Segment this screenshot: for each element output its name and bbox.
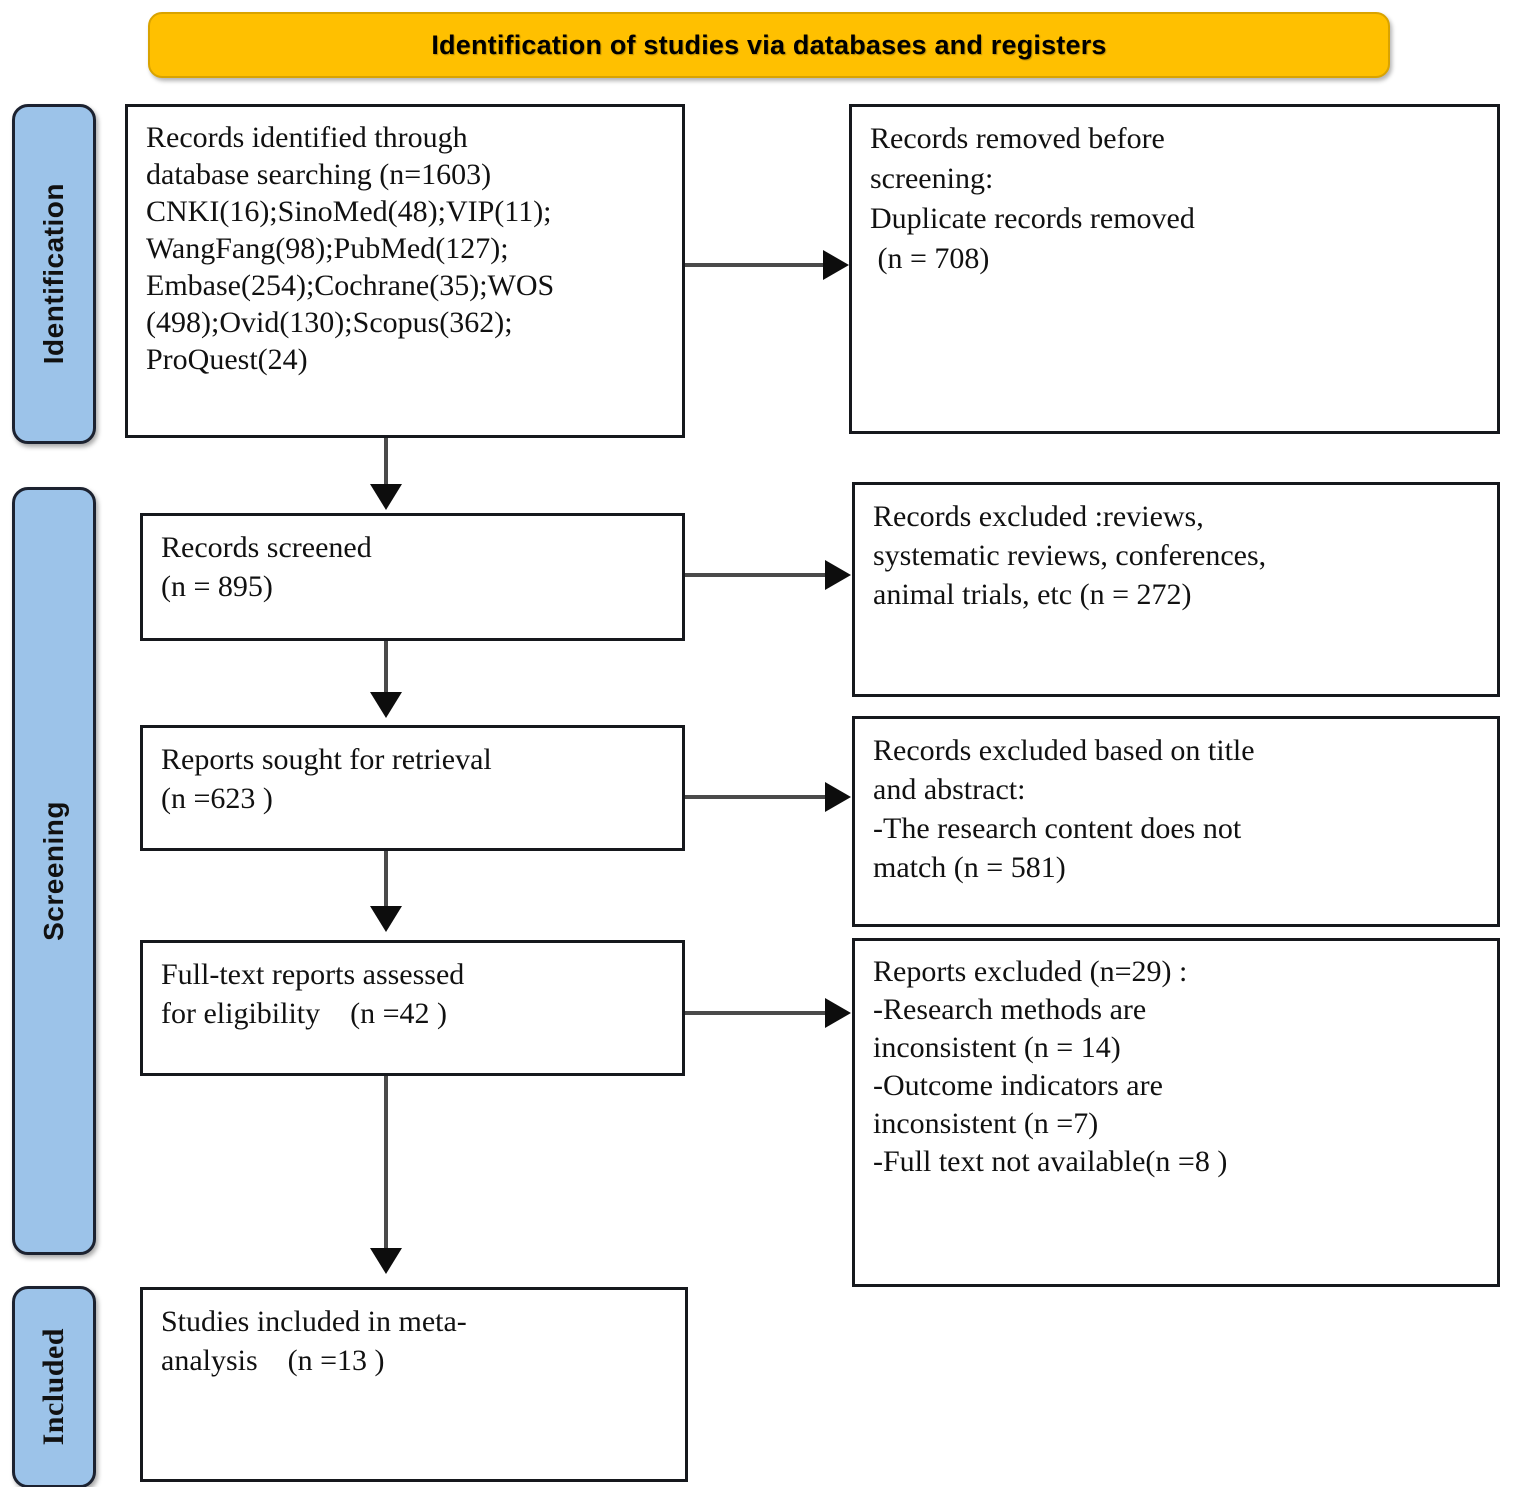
box-reports-sought-for-retrieval-text: Reports sought for retrieval (n =623 ) bbox=[161, 743, 492, 815]
stage-tab-identification-label: Identification bbox=[38, 183, 69, 365]
arrowhead-right-icon bbox=[825, 782, 851, 812]
stage-tab-identification: Identification bbox=[12, 104, 96, 444]
stage-tab-included-label: Included bbox=[37, 1328, 70, 1446]
box-records-screened-text: Records screened (n = 895) bbox=[161, 531, 372, 603]
diagram-header-banner: Identification of studies via databases … bbox=[148, 12, 1390, 78]
arrowhead-down-icon bbox=[370, 692, 402, 718]
arrowhead-right-icon bbox=[825, 998, 851, 1028]
connector-identified-to-removed bbox=[685, 263, 835, 267]
connector-screened-to-sought bbox=[384, 641, 388, 696]
connector-sought-to-fulltext bbox=[384, 851, 388, 913]
box-reports-sought-for-retrieval: Reports sought for retrieval (n =623 ) bbox=[140, 725, 685, 851]
connector-identified-to-screened bbox=[384, 438, 388, 490]
box-studies-included: Studies included in meta- analysis (n =1… bbox=[140, 1287, 688, 1482]
box-records-identified: Records identified through database sear… bbox=[125, 104, 685, 438]
connector-screened-to-excluded bbox=[685, 573, 837, 577]
box-studies-included-text: Studies included in meta- analysis (n =1… bbox=[161, 1305, 467, 1377]
stage-tab-screening: Screening bbox=[12, 487, 96, 1255]
box-reports-excluded-text: Reports excluded (n=29) : -Research meth… bbox=[873, 955, 1228, 1179]
box-records-screened: Records screened (n = 895) bbox=[140, 513, 685, 641]
box-records-removed-before-screening: Records removed before screening: Duplic… bbox=[849, 104, 1500, 434]
box-records-removed-before-screening-text: Records removed before screening: Duplic… bbox=[870, 122, 1195, 275]
box-fulltext-reports-assessed-text: Full-text reports assessed for eligibili… bbox=[161, 958, 465, 1030]
box-reports-excluded: Reports excluded (n=29) : -Research meth… bbox=[852, 938, 1500, 1287]
box-records-excluded-screening: Records excluded :reviews, systematic re… bbox=[852, 482, 1500, 697]
stage-tab-included: Included bbox=[12, 1286, 96, 1487]
arrowhead-down-icon bbox=[370, 1248, 402, 1274]
box-records-excluded-title-abstract-text: Records excluded based on title and abst… bbox=[873, 734, 1255, 884]
arrowhead-down-icon bbox=[370, 484, 402, 510]
banner-title: Identification of studies via databases … bbox=[431, 29, 1107, 60]
box-records-excluded-screening-text: Records excluded :reviews, systematic re… bbox=[873, 500, 1267, 611]
connector-fulltext-to-reports-excluded bbox=[685, 1011, 837, 1015]
box-records-excluded-title-abstract: Records excluded based on title and abst… bbox=[852, 716, 1500, 927]
connector-sought-to-excluded-title bbox=[685, 795, 837, 799]
stage-tab-screening-label: Screening bbox=[38, 801, 69, 941]
arrowhead-right-icon bbox=[823, 250, 849, 280]
box-fulltext-reports-assessed: Full-text reports assessed for eligibili… bbox=[140, 940, 685, 1076]
arrowhead-down-icon bbox=[370, 906, 402, 932]
arrowhead-right-icon bbox=[825, 560, 851, 590]
box-records-identified-text: Records identified through database sear… bbox=[146, 121, 555, 377]
connector-fulltext-to-included bbox=[384, 1076, 388, 1256]
